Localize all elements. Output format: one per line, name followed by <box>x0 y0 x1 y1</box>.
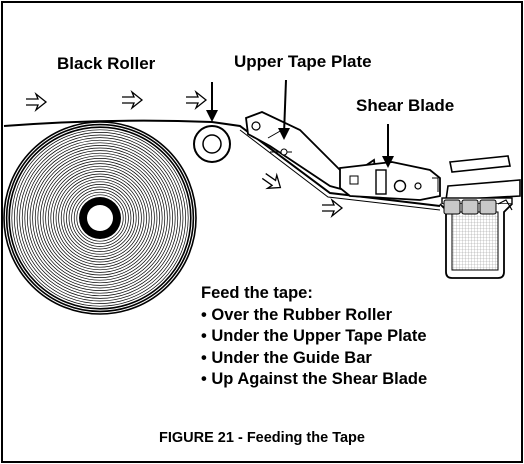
tape-roll-ring <box>73 191 127 245</box>
feed-direction-arrow-icon <box>186 89 208 111</box>
tape-roll-ring <box>16 134 184 302</box>
tape-roll-ring <box>47 165 153 271</box>
label-shear-blade: Shear Blade <box>356 96 455 115</box>
tape-roll-ring <box>71 189 129 247</box>
tape-roll-hole <box>87 205 113 231</box>
tape-roll-ring <box>45 163 155 273</box>
feed-instructions: Feed the tape: Over the Rubber Roller Un… <box>201 283 427 391</box>
feed-direction-arrow-icon <box>322 197 344 219</box>
label-upper-tape-plate: Upper Tape Plate <box>234 52 372 71</box>
tape-roll-ring <box>5 123 195 313</box>
tape-roll-ring <box>68 186 132 250</box>
instruction-step: Up Against the Shear Blade <box>201 369 427 391</box>
instruction-step: Over the Rubber Roller <box>201 305 427 327</box>
tape-path-lower-edge <box>239 129 441 211</box>
pointer-arrow-icon <box>382 124 394 168</box>
tape-roll-ring <box>11 129 189 307</box>
tape-roll-ring <box>60 178 140 258</box>
feed-direction-arrow-icon <box>261 172 282 190</box>
tape-roll-ring <box>53 171 147 265</box>
tape-roll-ring <box>37 155 163 281</box>
tape-roll-ring <box>58 176 142 260</box>
feed-direction-arrow-icon <box>122 89 144 111</box>
tape-roll-ring <box>55 173 145 263</box>
figure-caption: FIGURE 21 - Feeding the Tape <box>159 430 365 446</box>
tape-roll-ring <box>24 142 176 294</box>
tape-roll-ring <box>19 137 181 299</box>
tape-roll-ring <box>34 152 166 284</box>
dispenser-housing <box>441 155 521 205</box>
tape-roll <box>3 121 197 315</box>
tape-roll-ring <box>29 147 171 289</box>
tape-path <box>3 119 441 207</box>
tape-roll-ring <box>50 168 150 268</box>
feed-direction-arrow-icon <box>26 91 48 113</box>
tape-roll-ring <box>8 126 192 310</box>
instruction-step: Under the Guide Bar <box>201 348 427 370</box>
instructions-list: Over the Rubber Roller Under the Upper T… <box>201 305 427 391</box>
tape-roll-ring <box>27 145 173 291</box>
tape-roll-ring <box>21 139 179 297</box>
pointer-arrow-icon <box>278 79 290 140</box>
tape-roll-ring <box>32 150 168 286</box>
tape-roll-ring <box>40 158 160 278</box>
feed-direction-arrows <box>26 89 344 219</box>
tape-roll-ring <box>66 184 134 252</box>
shear-blade-assembly <box>339 161 441 201</box>
tape-roll-ring <box>76 194 124 242</box>
tape-roll-ring <box>14 132 186 304</box>
label-black-roller: Black Roller <box>57 54 156 73</box>
black-roller <box>193 125 231 163</box>
pointer-arrow-icon <box>206 82 218 122</box>
tape-roll-ring <box>63 181 137 255</box>
water-reservoir <box>439 199 513 279</box>
instructions-heading: Feed the tape: <box>201 284 313 302</box>
tape-roll-ring <box>42 160 158 276</box>
instruction-step: Under the Upper Tape Plate <box>201 326 427 348</box>
